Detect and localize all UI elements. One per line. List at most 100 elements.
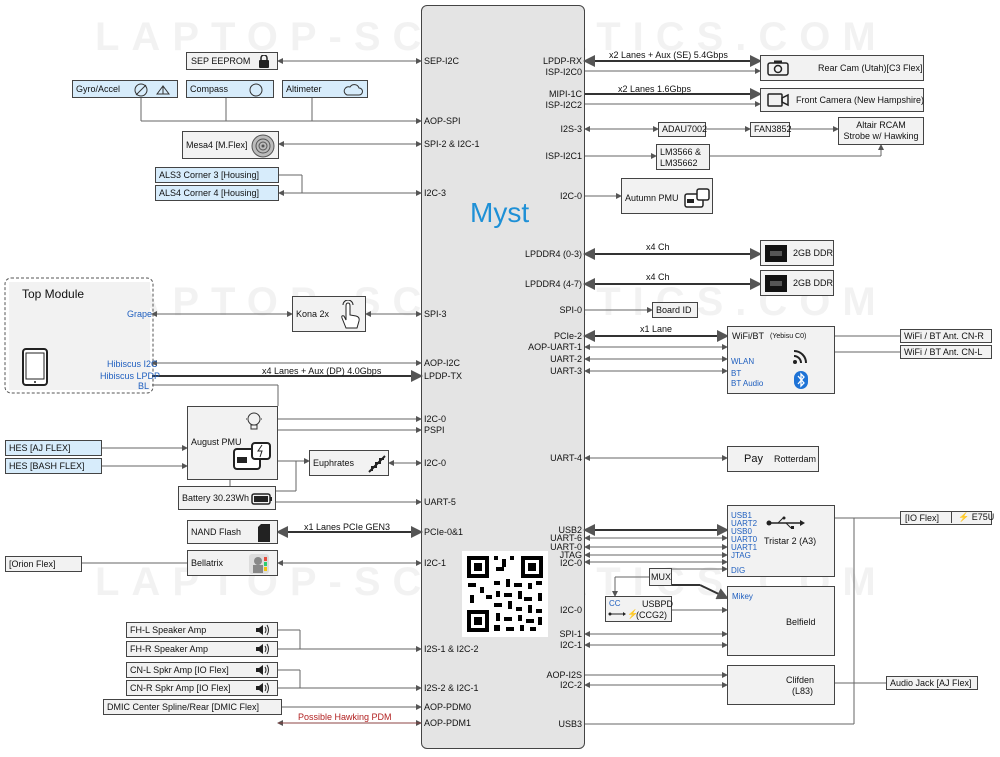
usbpd-bolt: ⚡ <box>627 609 639 619</box>
bellatrix-block: Bellatrix <box>187 550 278 576</box>
pin-i2c1-right: I2C-1 <box>559 640 582 650</box>
usb-icon <box>608 612 626 616</box>
soc-title: Myst <box>470 197 530 228</box>
bellatrix-label: Bellatrix <box>191 558 224 568</box>
pin-spi3: SPI-3 <box>424 309 447 319</box>
als4-block: ALS4 Corner 4 [Housing] <box>155 185 279 201</box>
pin-aop-pdm1: AOP-PDM1 <box>424 718 472 728</box>
speaker-icon <box>256 643 269 655</box>
usb-icon <box>766 516 805 529</box>
august-pmu-label: August PMU <box>191 437 242 447</box>
hawking-pdm-label: Possible Hawking PDM <box>298 712 392 722</box>
speaker-icon <box>256 682 269 694</box>
pin-spi0: SPI-0 <box>559 305 582 315</box>
front-cam-label: Front Camera (New Hampshire) <box>796 95 925 105</box>
pin-aop-uart1: AOP-UART-1 <box>528 342 582 352</box>
adau-block: ADAU7002 <box>658 122 708 137</box>
pin-aop-i2c: AOP-I2C <box>424 358 461 368</box>
cn-l-amp-label: CN-L Spkr Amp [IO Flex] <box>130 665 229 675</box>
als3-label: ALS3 Corner 3 [Housing] <box>159 170 260 180</box>
battery-block: Battery 30.23Wh <box>178 486 276 510</box>
antenna-l-block: WiFi / BT Ant. CN-L <box>900 345 992 359</box>
euphrates-block: Euphrates <box>309 450 389 476</box>
orion-flex-label: [Orion Flex] <box>9 559 56 569</box>
mesa4-label: Mesa4 [M.Flex] <box>186 140 248 150</box>
ddr-b-link-label: x4 Ch <box>646 272 670 282</box>
ddr-a-label: 2GB DDR <box>793 248 834 258</box>
fh-r-amp-label: FH-R Speaker Amp <box>130 644 209 654</box>
battery-icon <box>251 493 272 505</box>
kona-label: Kona 2x <box>296 309 330 319</box>
pin-i2s3: I2S-3 <box>560 124 582 134</box>
pin-mipi: MIPI-1C <box>548 89 582 99</box>
usbpd-label-2: (CCG2) <box>636 610 667 620</box>
altair-label-2: Strobe w/ Hawking <box>843 131 919 141</box>
belfield-block: Mikey Belfield <box>727 586 835 656</box>
pin-uart5: UART-5 <box>424 497 456 507</box>
cc-pin: CC <box>609 599 621 608</box>
lm3566-block: LM3566 & LM35662 <box>656 144 710 170</box>
cloud-icon <box>343 84 363 96</box>
e75u-text: E75U <box>971 512 995 522</box>
pin-pcie01: PCIe-0&1 <box>424 527 464 537</box>
bluetooth-icon <box>794 371 808 389</box>
tristar-pin-dig: DIG <box>731 566 746 575</box>
hes-bash-label: HES [BASH FLEX] <box>9 461 85 471</box>
bt-pin: BT <box>731 369 742 378</box>
io-flex-block: [IO Flex] ⚡ E75U <box>900 511 994 525</box>
clifden-label-2: (L83) <box>792 686 814 696</box>
pin-aop-pdm0: AOP-PDM0 <box>424 702 472 712</box>
gyro-accel-label: Gyro/Accel <box>76 84 121 94</box>
apple-pay-label: Pay <box>744 453 763 465</box>
pcie-nand-link-label: x1 Lanes PCIe GEN3 <box>304 522 391 532</box>
hibiscus-i2c-pin: Hibiscus I2C <box>107 359 158 369</box>
pin-isp-i2c2: ISP-I2C2 <box>545 100 582 110</box>
usbpd-block: CC ⚡ USBPD (CCG2) <box>605 596 673 622</box>
pin-usb3: USB3 <box>558 719 582 729</box>
hibiscus-lpdp-pin: Hibiscus LPDP <box>100 371 161 381</box>
e75u-label: ⚡ E75U <box>951 512 994 523</box>
euphrates-label: Euphrates <box>313 458 355 468</box>
pin-uart6: UART-6 <box>550 533 582 543</box>
front-cam-block: Front Camera (New Hampshire) <box>760 88 924 112</box>
orion-flex-block: [Orion Flex] <box>5 556 82 572</box>
pin-aop-i2s: AOP-I2S <box>546 670 582 680</box>
fan-block: FAN3852 <box>750 122 792 137</box>
tristar-label: Tristar 2 (A3) <box>764 536 817 546</box>
pin-pspi: PSPI <box>424 425 445 435</box>
kona-block: Kona 2x <box>292 296 366 332</box>
gyro-accel-block: Gyro/Accel <box>72 80 178 98</box>
pin-i2c0: I2C-0 <box>424 414 447 424</box>
lpdp-tx-link-label: x4 Lanes + Aux (DP) 4.0Gbps <box>262 366 382 376</box>
pin-aop-spi: AOP-SPI <box>424 116 461 126</box>
pin-uart4: UART-4 <box>550 453 582 463</box>
pin-uart0: UART-0 <box>550 542 582 552</box>
battery-label: Battery 30.23Wh <box>182 493 250 503</box>
io-flex-label: [IO Flex] <box>905 513 940 523</box>
tristar-block: USB1 UART2 USB0 UART0 UART1 JTAG DIG Tri… <box>727 505 835 577</box>
pin-lpdp-rx: LPDP-RX <box>542 56 582 66</box>
clifden-block: Clifden (L83) <box>727 665 835 705</box>
top-module-block: Top Module Grape Hibiscus I2C Hibiscus L… <box>9 282 160 391</box>
pin-i2s1: I2S-1 & I2C-2 <box>424 644 479 654</box>
adau-label: ADAU7002 <box>662 124 708 134</box>
audio-jack-label: Audio Jack [AJ Flex] <box>890 678 972 688</box>
rear-cam-block: Rear Cam (Utah)[C3 Flex] <box>760 55 924 81</box>
autumn-pmu-block: Autumn PMU <box>621 178 713 214</box>
altimeter-block: Altimeter <box>282 80 368 98</box>
tristar-pin-usb0: USB0 <box>731 527 752 536</box>
august-pmu-block: August PMU <box>187 406 278 480</box>
ram-chip-icon <box>765 245 787 262</box>
bulb-icon <box>246 412 262 430</box>
pin-isp-i2c1: ISP-I2C1 <box>545 151 582 161</box>
lm3566-label-1: LM3566 & <box>660 147 702 157</box>
speaker-icon <box>256 624 269 636</box>
mux-label: MUX <box>651 572 671 582</box>
grape-pin: Grape <box>127 309 153 319</box>
cn-l-amp-block: CN-L Spkr Amp [IO Flex] <box>126 662 278 678</box>
mikey-pin: Mikey <box>732 592 753 601</box>
pin-i2c2: I2C-2 <box>559 680 582 690</box>
tablet-icon <box>22 348 48 386</box>
